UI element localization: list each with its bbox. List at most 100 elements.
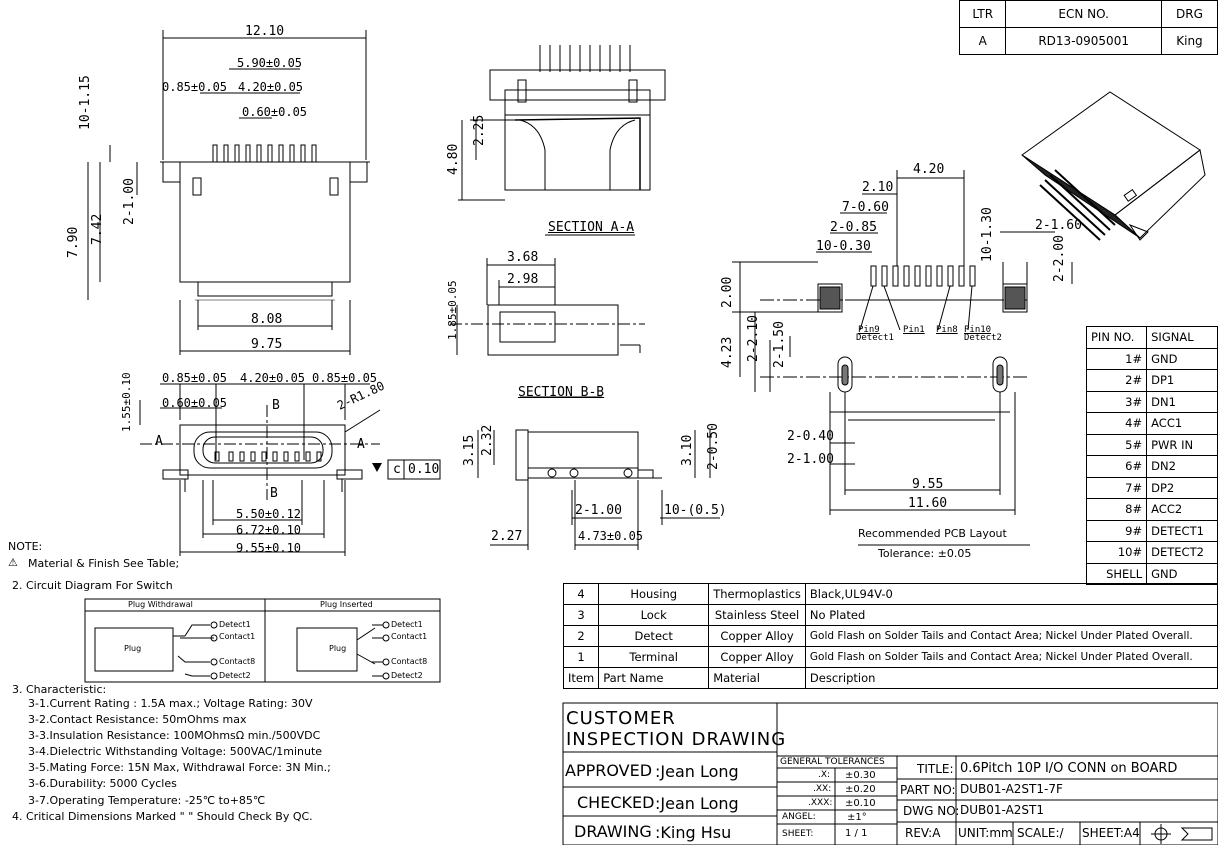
dim-label: 10-1.15 — [78, 75, 93, 130]
circuit-contact1: Contact1 — [391, 632, 428, 641]
tol-xxx-value: ±0.10 — [845, 798, 876, 809]
title-value: 0.6Pitch 10P I/O CONN on BOARD — [960, 761, 1178, 776]
sheet-size-value: SHEET:A4 — [1082, 826, 1140, 840]
table-row: 4#ACC1 — [1085, 412, 1218, 435]
section-label: A — [357, 437, 365, 452]
circuit-contact1: Contact1 — [219, 632, 256, 641]
dim-label: 6.72±0.10 — [236, 523, 302, 537]
characteristic-5: 3-5.Mating Force: 15N Max, Withdrawal Fo… — [28, 761, 331, 774]
section-aa-title: SECTION A-A — [548, 220, 635, 235]
characteristic-4: 3-4.Dielectric Withstanding Voltage: 500… — [28, 745, 323, 758]
section-bb-view — [450, 258, 645, 398]
rev-value: REV:A — [905, 826, 941, 840]
rev-ltr: A — [958, 27, 1007, 55]
drawing-label: DRAWING — [574, 822, 652, 841]
isometric-view — [1021, 91, 1206, 241]
tol-x-label: .X: — [818, 770, 831, 780]
dim-label: 5.90±0.05 — [237, 56, 303, 70]
dim-label: 2-1.00 — [787, 452, 834, 467]
dim-label: 1.85±0.05 — [446, 280, 459, 340]
tol-xx-label: .XX: — [813, 784, 832, 794]
dim-label: 10-1.30 — [980, 207, 995, 262]
dim-label: 10-0.30 — [816, 239, 871, 254]
dim-label: 2-1.60 — [1035, 218, 1082, 233]
tol-xx-value: ±0.20 — [845, 784, 876, 795]
tol-x-value: ±0.30 — [845, 770, 876, 781]
dim-label: 7.42 — [90, 213, 105, 245]
checked-label: CHECKED — [577, 793, 655, 812]
approved-name: :Jean Long — [655, 762, 739, 781]
sheet-label: SHEET: — [782, 829, 814, 839]
dim-label: 2-1.00 — [122, 178, 137, 225]
plug-withdrawal-label: Plug Withdrawal — [128, 600, 193, 609]
dim-label: 0.60±0.05 — [242, 105, 308, 119]
table-row: 3#DN1 — [1085, 390, 1218, 413]
angel-label: ANGEL: — [782, 812, 816, 822]
checked-name: :Jean Long — [655, 794, 739, 813]
dim-label: 2.10 — [862, 180, 894, 195]
rev-header-ltr: LTR — [958, 0, 1007, 28]
dim-label: 7.90 — [66, 226, 81, 258]
dim-label: 0.60±0.05 — [162, 396, 228, 410]
dim-label: 1.55±0.10 — [120, 372, 133, 432]
section-label: A — [155, 434, 163, 449]
callout-detect2: Detect2 — [964, 333, 1002, 343]
dwg-no-value: DUB01-A2ST1 — [960, 803, 1045, 817]
characteristic-6: 3-6.Durability: 5000 Cycles — [28, 777, 177, 790]
rev-header-ecn: ECN NO. — [1005, 0, 1162, 28]
characteristic-7: 3-7.Operating Temperature: -25℃ to+85℃ — [28, 794, 266, 807]
characteristic-2: 3-2.Contact Resistance: 50mOhms max — [28, 713, 247, 726]
dim-label: 2.98 — [507, 272, 539, 287]
dim-label: 2-0.50 — [706, 423, 721, 470]
dim-label: 9.75 — [251, 337, 283, 352]
callout-pin10: Pin10 — [964, 325, 992, 335]
dim-label: 9.55 — [912, 477, 944, 492]
dim-label: 3.15 — [462, 434, 477, 466]
dim-label: 2.32 — [480, 424, 495, 456]
circuit-diagram — [84, 598, 441, 683]
dim-label: 5.50±0.12 — [236, 507, 302, 521]
callout-pin1: Pin1 — [903, 325, 925, 335]
section-label: B — [270, 486, 278, 501]
dim-label: 8.08 — [251, 312, 283, 327]
sheet-value: 1 / 1 — [845, 828, 868, 839]
rev-header-drg: DRG — [1160, 0, 1218, 28]
inspection-label: INSPECTION DRAWING — [566, 729, 787, 750]
circuit-detect1: Detect1 — [391, 620, 423, 629]
circuit-detect2: Detect2 — [219, 671, 251, 680]
front-view-top — [87, 30, 370, 355]
note-2: 2. Circuit Diagram For Switch — [12, 579, 173, 592]
flatness-symbol: c — [393, 462, 401, 477]
part-no-label: PART NO: — [900, 783, 956, 797]
pcb-layout-view — [732, 170, 1073, 546]
dim-label: 2-2.10 — [746, 315, 761, 362]
side-view — [477, 429, 720, 550]
table-row: 4 Housing Thermoplastics Black,UL94V-0 — [562, 583, 1218, 605]
title-block-grid — [562, 702, 1218, 845]
dim-label: 0.85±0.05 — [162, 371, 228, 385]
characteristic-3: 3-3.Insulation Resistance: 100MOhmsΩ min… — [28, 729, 321, 742]
dim-label: 2-0.85 — [830, 220, 877, 235]
circuit-contact8: Contact8 — [391, 657, 428, 666]
pcb-tolerance: Tolerance: ±0.05 — [878, 547, 972, 560]
dim-label: 0.85±0.05 — [162, 80, 228, 94]
projection-symbol-icon — [1154, 824, 1168, 838]
plug-label: Plug — [329, 644, 347, 653]
pcb-layout-title: Recommended PCB Layout — [858, 527, 1007, 540]
table-row: 3 Lock Stainless Steel No Plated — [562, 604, 1218, 626]
approved-label: APPROVED — [565, 761, 653, 780]
general-tolerances-label: GENERAL TOLERANCES — [780, 757, 885, 767]
circuit-detect2: Detect2 — [391, 671, 423, 680]
section-bb-title: SECTION B-B — [518, 385, 605, 400]
circuit-detect1: Detect1 — [219, 620, 251, 629]
note-4: 4. Critical Dimensions Marked " " Should… — [12, 810, 313, 823]
pin-header: PIN NO. — [1085, 326, 1148, 349]
table-row: 2#DP1 — [1085, 369, 1218, 392]
table-row: 6#DN2 — [1085, 455, 1218, 478]
section-label: B — [272, 398, 280, 413]
callout-pin8: Pin8 — [936, 325, 958, 335]
dim-label: 4.80 — [446, 143, 461, 175]
dim-label: 3.68 — [507, 250, 539, 265]
callout-pin9: Pin9 — [858, 325, 880, 335]
